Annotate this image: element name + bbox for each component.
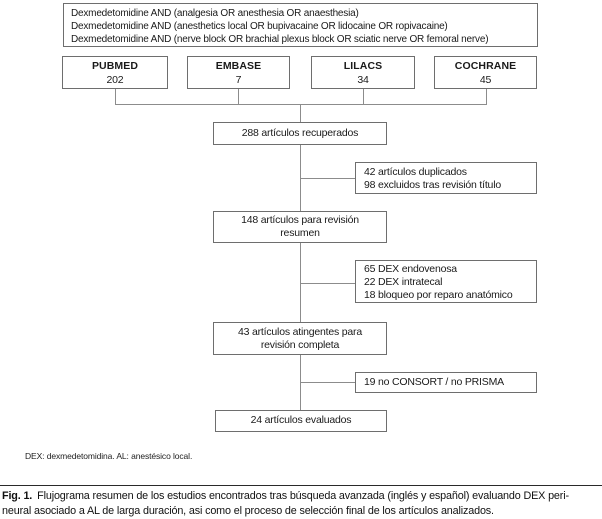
database-box-pubmed: PUBMED 202 [62,56,168,89]
database-count: 45 [479,74,492,86]
flow-box-text: revisión completa [260,339,340,351]
flow-box-text: resumen [280,227,320,239]
database-count: 34 [357,74,369,86]
exclusion-box-dex-routes: 65 DEX endovenosa 22 DEX intratecal 18 b… [355,260,537,303]
search-strategy-box: Dexmedetomidine AND (analgesia OR anesth… [63,3,538,47]
figure-label: Fig. 1. [2,490,33,502]
abbreviations-footnote: DEX: dexmedetomidina. AL: anestésico loc… [25,451,193,461]
caption-divider [0,485,602,486]
connector-branch-dex-routes [300,283,355,284]
search-strategy-line: Dexmedetomidine AND (anesthetics local O… [71,21,448,32]
exclusion-box-duplicates-title: 42 artículos duplicados 98 excluidos tra… [355,162,537,194]
exclusion-text: 42 artículos duplicados [364,166,467,178]
exclusion-text: 19 no CONSORT / no PRISMA [364,376,504,388]
caption-text: Flujograma resumen de los estudios encon… [37,490,569,502]
search-strategy-line: Dexmedetomidine AND (nerve block OR brac… [71,34,489,45]
database-count: 202 [106,74,124,86]
exclusion-text: 98 excluidos tras revisión título [364,179,501,191]
flow-box-text: 43 artículos atingentes para [238,326,362,338]
database-name: COCHRANE [454,60,517,72]
database-box-embase: EMBASE 7 [187,56,290,89]
flow-box-text: 24 artículos evaluados [250,414,352,426]
search-strategy-line: Dexmedetomidine AND (analgesia OR anesth… [71,8,359,19]
flow-box-full-review: 43 artículos atingentes para revisión co… [213,322,387,355]
exclusion-text: 22 DEX intratecal [364,276,443,288]
caption-line: neural asociado a AL de larga duración, … [2,504,494,517]
database-count: 7 [235,74,242,86]
flow-box-text: 148 artículos para revisión [241,214,359,226]
flow-box-evaluated: 24 artículos evaluados [215,410,387,432]
database-name: LILACS [343,60,383,72]
connector-branch-duplicates [300,178,355,179]
connector-drop-to-retrieved [300,104,301,123]
flow-box-abstract-review: 148 artículos para revisión resumen [213,211,387,243]
connector-abstract-to-fulltext [300,243,301,322]
connector-stub-cochrane [486,89,487,105]
connector-branch-consort [300,382,355,383]
database-box-cochrane: COCHRANE 45 [434,56,537,89]
database-name: PUBMED [91,60,139,72]
connector-stub-pubmed [115,89,116,105]
database-box-lilacs: LILACS 34 [311,56,415,89]
caption-line: Fig. 1. Flujograma resumen de los estudio… [2,489,600,504]
connector-merge-bar [115,104,487,105]
exclusion-text: 18 bloqueo por reparo anatómico [364,289,513,301]
exclusion-text: 65 DEX endovenosa [364,263,457,275]
exclusion-box-consort-prisma: 19 no CONSORT / no PRISMA [355,372,537,393]
database-name: EMBASE [215,60,262,72]
connector-stub-embase [238,89,239,105]
connector-stub-lilacs [363,89,364,105]
figure-caption: Fig. 1. Flujograma resumen de los estudio… [2,489,600,518]
flow-box-retrieved: 288 artículos recuperados [213,122,387,145]
flow-box-text: 288 artículos recuperados [241,127,359,139]
